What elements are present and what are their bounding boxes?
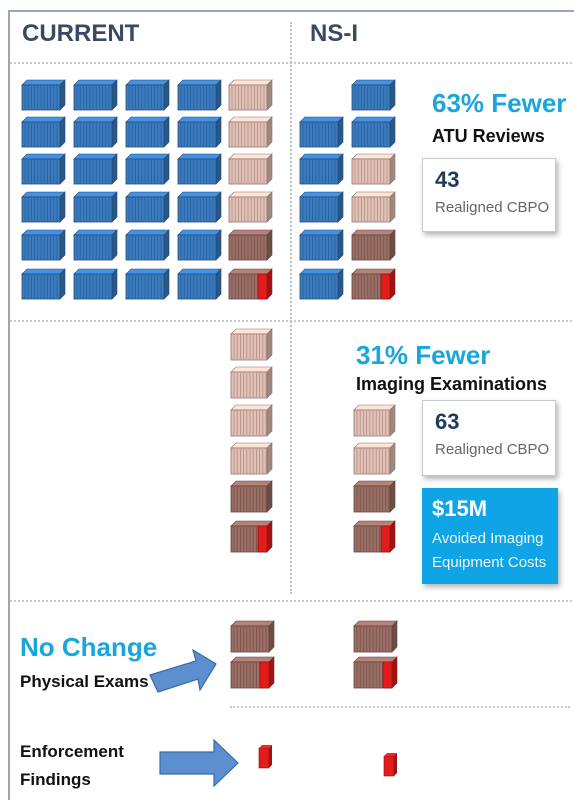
top-border xyxy=(8,10,574,12)
current-enforcement-red-block xyxy=(258,745,272,769)
current-imaging-pink-container-42 xyxy=(230,366,273,399)
current-atu-blue-container-5 xyxy=(21,268,66,300)
imaging-label: Imaging Examinations xyxy=(356,374,548,394)
atu-label: ATU Reviews xyxy=(432,126,545,146)
current-atu-brown-container-28 xyxy=(228,229,273,261)
nsi-physical-red-container-54 xyxy=(353,656,398,689)
nsi-physical-brown-container-53 xyxy=(353,620,398,653)
current-atu-pink-container-25 xyxy=(228,116,273,148)
current-atu-blue-container-16 xyxy=(125,229,170,261)
current-atu-blue-container-7 xyxy=(73,116,118,148)
nsi-atu-blue-container-36 xyxy=(351,116,396,148)
imaging-cbpo-number: 63 xyxy=(435,409,460,434)
current-atu-blue-container-22 xyxy=(177,229,222,261)
imaging-cost-number: $15M xyxy=(432,496,488,521)
enforcement-line2: Findings xyxy=(20,770,91,789)
nsi-imaging-brown-container-49 xyxy=(353,480,396,513)
current-atu-blue-container-23 xyxy=(177,268,222,300)
enforcement-arrow-icon xyxy=(159,738,239,788)
current-imaging-pink-container-41 xyxy=(230,328,273,361)
current-imaging-pink-container-43 xyxy=(230,404,273,437)
current-atu-blue-container-11 xyxy=(73,268,118,300)
frame-border xyxy=(8,10,572,800)
physical-no-change: No Change xyxy=(20,632,158,662)
nsi-imaging-pink-container-48 xyxy=(353,442,396,475)
current-atu-blue-container-0 xyxy=(21,79,66,111)
imaging-cbpo-label: Realigned CBPO xyxy=(435,441,550,458)
current-atu-blue-container-21 xyxy=(177,191,222,223)
imaging-cost-line1: Avoided Imaging xyxy=(432,530,544,547)
current-atu-blue-container-10 xyxy=(73,229,118,261)
current-atu-pink-container-24 xyxy=(228,79,273,111)
atu-percent: 63% Fewer xyxy=(432,88,567,118)
current-imaging-red-container-46 xyxy=(230,520,273,553)
current-atu-blue-container-6 xyxy=(73,79,118,111)
nsi-atu-red-container-40 xyxy=(351,268,396,300)
current-physical-red-container-52 xyxy=(230,656,275,689)
physical-label: Physical Exams xyxy=(20,672,149,691)
current-atu-blue-container-18 xyxy=(177,79,222,111)
current-atu-blue-container-13 xyxy=(125,116,170,148)
current-atu-blue-container-9 xyxy=(73,191,118,223)
nsi-atu-pink-container-38 xyxy=(351,191,396,223)
atu-cbpo-card: 43 Realigned CBPO xyxy=(422,158,556,232)
current-atu-blue-container-8 xyxy=(73,153,118,185)
current-atu-pink-container-27 xyxy=(228,191,273,223)
enforcement-line1: Enforcement xyxy=(20,742,124,761)
imaging-percent: 31% Fewer xyxy=(356,340,491,370)
section-divider-2 xyxy=(10,320,572,322)
atu-cbpo-label: Realigned CBPO xyxy=(435,199,550,216)
current-atu-red-container-29 xyxy=(228,268,273,300)
nsi-atu-blue-container-30 xyxy=(351,79,396,111)
nsi-atu-blue-container-35 xyxy=(299,268,344,300)
current-atu-blue-container-17 xyxy=(125,268,170,300)
current-atu-blue-container-14 xyxy=(125,153,170,185)
current-atu-blue-container-15 xyxy=(125,191,170,223)
nsi-imaging-pink-container-47 xyxy=(353,404,396,437)
current-atu-blue-container-4 xyxy=(21,229,66,261)
imaging-cost-card: $15M Avoided Imaging Equipment Costs xyxy=(422,488,558,584)
current-atu-blue-container-2 xyxy=(21,153,66,185)
current-imaging-brown-container-45 xyxy=(230,480,273,513)
current-header: CURRENT xyxy=(22,20,140,47)
nsi-atu-blue-container-34 xyxy=(299,229,344,261)
atu-cbpo-number: 43 xyxy=(435,167,460,192)
imaging-cost-line2: Equipment Costs xyxy=(432,554,547,571)
nsi-atu-blue-container-31 xyxy=(299,116,344,148)
section-divider-3 xyxy=(10,600,572,602)
current-physical-brown-container-51 xyxy=(230,620,275,653)
current-imaging-pink-container-44 xyxy=(230,442,273,475)
current-atu-blue-container-20 xyxy=(177,153,222,185)
nsi-enforcement-red-block xyxy=(383,753,397,777)
nsi-atu-brown-container-39 xyxy=(351,229,396,261)
nsi-atu-blue-container-32 xyxy=(299,153,344,185)
current-atu-pink-container-26 xyxy=(228,153,273,185)
current-atu-blue-container-12 xyxy=(125,79,170,111)
section-divider-1 xyxy=(10,62,572,64)
current-atu-blue-container-1 xyxy=(21,116,66,148)
physical-arrow-icon xyxy=(149,648,217,693)
current-atu-blue-container-3 xyxy=(21,191,66,223)
section-divider-4 xyxy=(230,706,570,708)
nsi-imaging-red-container-50 xyxy=(353,520,396,553)
nsi-header: NS-I xyxy=(310,20,358,47)
nsi-atu-blue-container-33 xyxy=(299,191,344,223)
imaging-cbpo-card: 63 Realigned CBPO xyxy=(422,400,556,476)
column-divider xyxy=(290,22,292,594)
nsi-atu-pink-container-37 xyxy=(351,153,396,185)
current-atu-blue-container-19 xyxy=(177,116,222,148)
